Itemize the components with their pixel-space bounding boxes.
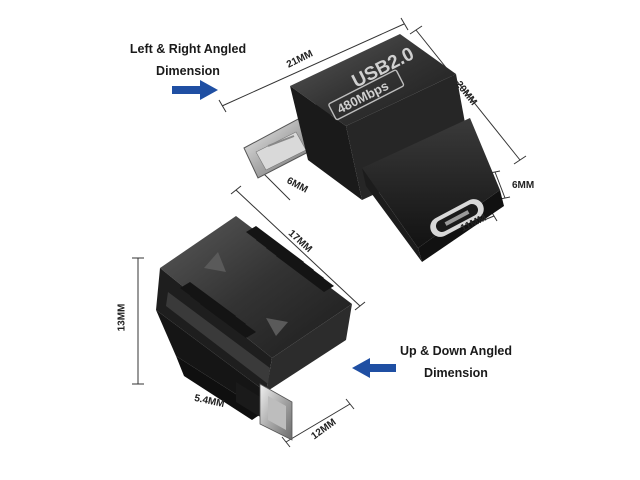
top-callout-line1: Left & Right Angled: [129, 42, 247, 56]
top-adapter: USB2.0 480Mbps: [243, 34, 504, 262]
top-callout: Left & Right Angled Dimension: [118, 38, 258, 82]
bottom-callout: Up & Down Angled Dimension: [392, 340, 520, 384]
grip-ribs: [180, 226, 334, 338]
bottom-arrow-icon: [352, 358, 396, 378]
bottom-callout-line1: Up & Down Angled: [399, 344, 513, 358]
usb-c-port: [430, 199, 484, 237]
top-arrow-icon: [172, 80, 218, 100]
bottom-dimension-lines: [132, 185, 366, 448]
bottom-adapter: [156, 216, 352, 441]
dim-top-port-height: 6MM: [512, 180, 535, 191]
bottom-callout-line2: Dimension: [424, 366, 488, 380]
dim-bottom-height: 13MM: [116, 303, 128, 332]
top-callout-line2: Dimension: [156, 64, 220, 78]
down-triangle-icon: [266, 318, 288, 336]
up-triangle-icon: [204, 252, 226, 272]
